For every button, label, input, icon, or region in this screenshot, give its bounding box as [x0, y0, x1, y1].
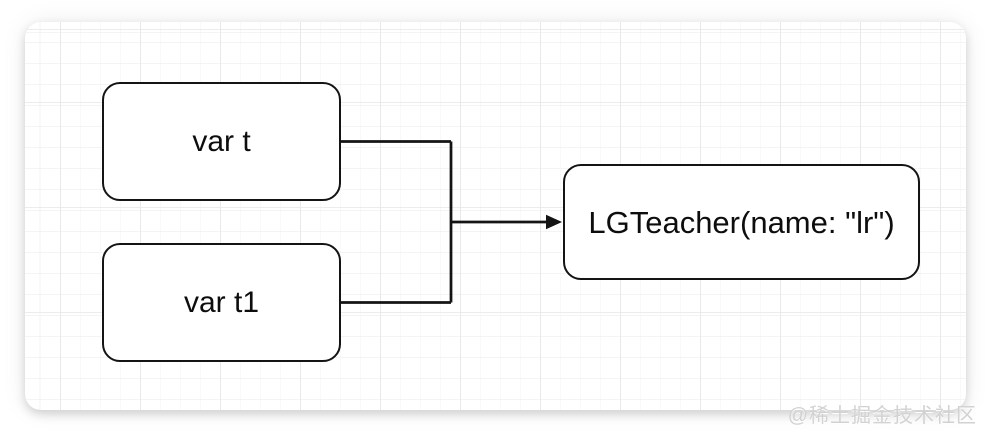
connector-layer — [341, 140, 562, 304]
node-var-t-label: var t — [192, 124, 251, 158]
node-var-t1[interactable]: var t1 — [102, 243, 341, 362]
node-lgteacher-label: LGTeacher(name: "lr") — [588, 204, 895, 240]
node-var-t[interactable]: var t — [102, 82, 341, 201]
node-lgteacher[interactable]: LGTeacher(name: "lr") — [563, 164, 920, 280]
diagram-canvas: var t var t1 LGTeacher(name: "lr") — [25, 22, 966, 410]
arrowhead-icon — [546, 214, 562, 230]
node-var-t1-label: var t1 — [183, 285, 260, 319]
watermark-text: @稀土掘金技术社区 — [787, 405, 977, 427]
